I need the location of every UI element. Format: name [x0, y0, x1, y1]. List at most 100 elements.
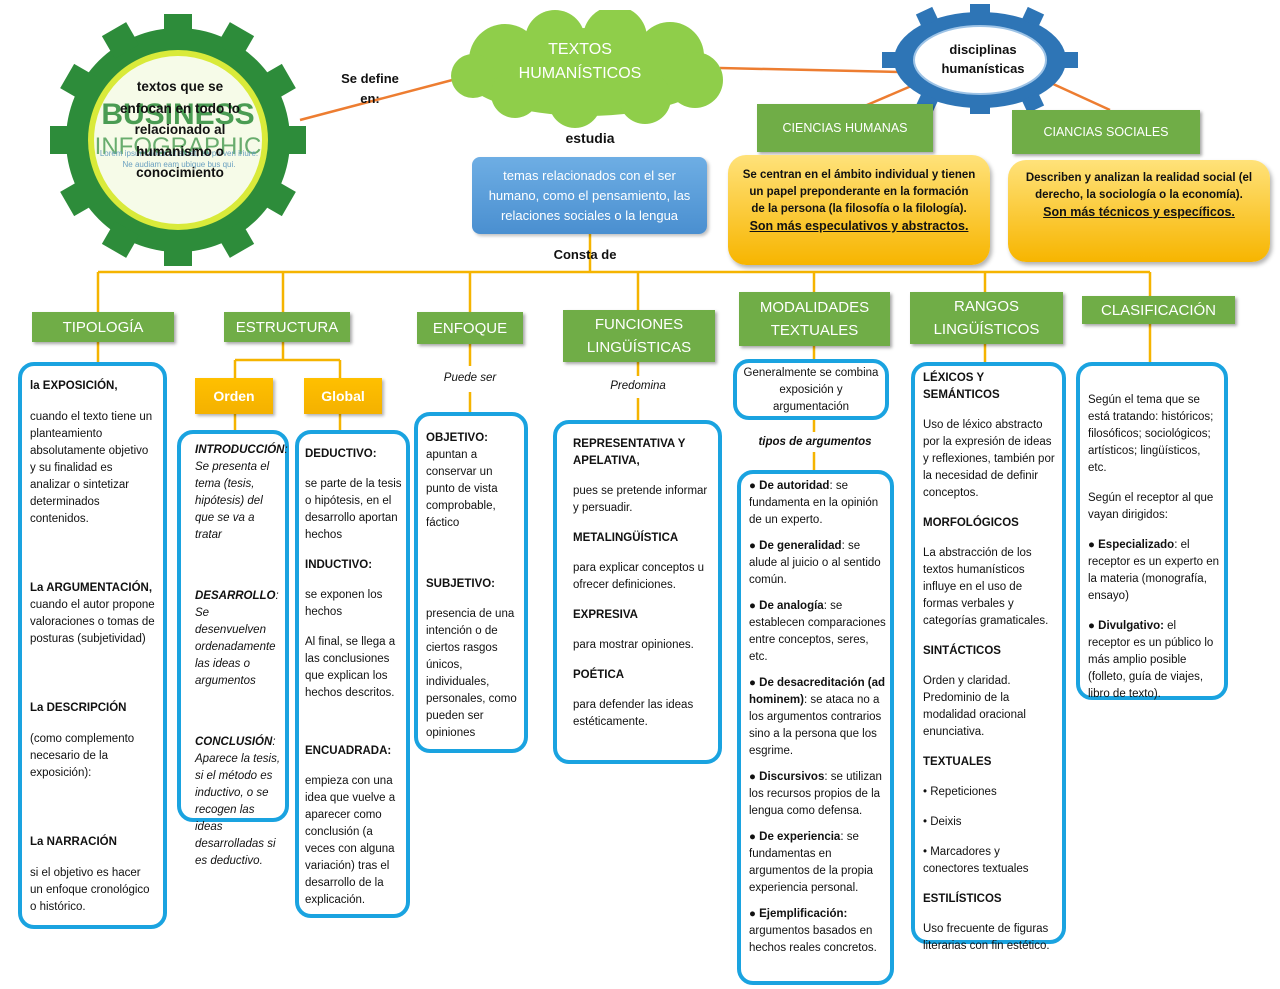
enfoque-text: presencia de una intención o de ciertos …: [426, 608, 517, 739]
rangos-header: RANGOS LINGÜÍSTICOS: [910, 292, 1063, 344]
argument-item: ● De experiencia: se fundamentas en argu…: [749, 829, 886, 897]
global-box: DEDUCTIVO: se parte de la tesis o hipóte…: [295, 430, 410, 918]
argument-title: ● De desacreditación (ad hominem): [749, 677, 886, 706]
clasificacion-box: Según el tema que se está tratando: hist…: [1076, 362, 1228, 700]
funciones-box: REPRESENTATIVA Y APELATIVA, pues se pret…: [553, 420, 722, 764]
clasificacion-title: ● Divulgativo:: [1088, 620, 1164, 632]
estructura-header: ESTRUCTURA: [224, 312, 350, 342]
orden-text: : Se presenta el tema (tesis, hipótesis)…: [195, 444, 288, 541]
orden-text: : Se desenvuelven ordenadamente las idea…: [195, 590, 279, 687]
argument-text: : se ataca no a los argumentos contrario…: [749, 694, 882, 757]
argument-text: : se fundamenta en la opinión de un expe…: [749, 480, 879, 526]
argument-item: ● De autoridad: se fundamenta en la opin…: [749, 478, 886, 529]
studies-box: temas relacionados con el ser humano, co…: [472, 157, 707, 234]
tipologia-title: la EXPOSICIÓN,: [30, 380, 118, 392]
argument-item: ● De generalidad: se alude al juicio o a…: [749, 538, 886, 589]
rangos-text: • Marcadores y conectores textuales: [923, 846, 1029, 875]
enfoque-header: ENFOQUE: [417, 312, 523, 344]
rangos-text: • Deixis: [923, 816, 962, 828]
tipos-argumentos-label: tipos de argumentos: [758, 436, 872, 448]
ciencias-humanas-header: CIENCIAS HUMANAS: [757, 104, 933, 152]
enfoque-title: SUBJETIVO:: [426, 578, 496, 590]
enfoque-title: OBJETIVO:: [426, 432, 488, 444]
argument-title: ● De generalidad: [749, 540, 842, 552]
orden-item: DESARROLLO: Se desenvuelven ordenadament…: [195, 588, 281, 690]
argument-item: ● De analogía: se establecen comparacion…: [749, 598, 886, 666]
funciones-title: METALINGÜÍSTICA: [573, 532, 679, 544]
argument-item: ● Ejemplificación: argumentos basados en…: [749, 906, 886, 957]
rangos-text: Uso frecuente de figuras literarias con …: [923, 923, 1050, 952]
orden-text: : Aparece la tesis, si el método es indu…: [195, 736, 281, 867]
gear-logo-icon: BUSINESS INFOGRAPHIC: [50, 14, 306, 266]
global-title: ENCUADRADA:: [305, 745, 392, 757]
svg-text:INFOGRAPHIC: INFOGRAPHIC: [95, 133, 262, 160]
argument-item: ● Discursivos: se utilizan los recursos …: [749, 769, 886, 820]
clasificacion-item: ● Especializado: el receptor es un exper…: [1088, 537, 1220, 605]
tipologia-item: La NARRACIÓN si el objetivo es hacer un …: [30, 834, 155, 916]
funciones-text: para defender las ideas estéticamente.: [573, 699, 694, 728]
clasificacion-header: CLASIFICACIÓN: [1082, 296, 1235, 324]
consta-de-label: Consta de: [553, 247, 617, 262]
clasificacion-title: ● Especializado: [1088, 539, 1175, 551]
tipologia-text: (como complemento necesario de la exposi…: [30, 733, 135, 779]
svg-text:BUSINESS: BUSINESS: [101, 98, 254, 131]
rangos-text: Orden y claridad. Predominio de la modal…: [923, 675, 1026, 738]
se-define-label: Se define en:: [341, 71, 399, 106]
disciplines-title: disciplinas humanísticas: [941, 42, 1025, 76]
tipologia-header: TIPOLOGÍA: [32, 312, 174, 342]
logo-lorem: Lorem ipsum dolor sit amet, ea pri veri …: [99, 149, 259, 169]
orden-item: CONCLUSIÓN: Aparece la tesis, si el méto…: [195, 734, 281, 870]
global-title: INDUCTIVO:: [305, 559, 373, 571]
argument-text: : se utilizan los recursos propios de la…: [749, 771, 882, 817]
argument-text: : se alude al juicio o al sentido común.: [749, 540, 881, 586]
argument-title: ● Discursivos: [749, 771, 825, 783]
argument-text: argumentos basados en hechos reales conc…: [749, 925, 877, 954]
tipologia-text: cuando el autor propone valoraciones o t…: [30, 599, 155, 645]
clasificacion-text: Según el receptor al que vayan dirigidos…: [1088, 492, 1214, 521]
funciones-header: FUNCIONES LINGÜÍSTICAS: [563, 310, 715, 362]
tipologia-title: La DESCRIPCIÓN: [30, 702, 127, 714]
tipologia-box: la EXPOSICIÓN, cuando el texto tiene un …: [18, 362, 167, 929]
rangos-title: LÉXICOS Y SEMÁNTICOS: [923, 372, 1000, 401]
ciencias-humanas-text: Se centran en el ámbito individual y tie…: [742, 169, 976, 215]
rangos-text: Uso de léxico abstracto por la expresión…: [923, 419, 1055, 499]
puede-ser-label: Puede ser: [443, 372, 497, 384]
cloud-shape: [451, 10, 723, 128]
argument-item: ● De desacreditación (ad hominem): se at…: [749, 675, 886, 760]
ciencias-sociales-emph: Son más técnicos y específicos.: [1043, 205, 1235, 219]
tipologia-item: la EXPOSICIÓN, cuando el texto tiene un …: [30, 378, 155, 528]
global-title: DEDUCTIVO:: [305, 448, 377, 460]
tipologia-title: La NARRACIÓN: [30, 836, 117, 848]
argument-title: ● Ejemplificación:: [749, 908, 848, 920]
argument-text: : se establecen comparaciones entre conc…: [749, 600, 886, 663]
tipologia-text: si el objetivo es hacer un enfoque crono…: [30, 867, 150, 913]
funciones-text: para mostrar opiniones.: [573, 639, 694, 651]
clasificacion-text: Según el tema que se está tratando: hist…: [1088, 394, 1214, 474]
predomina-label: Predomina: [610, 380, 666, 392]
ciencias-sociales-box: Describen y analizan la realidad social …: [1008, 160, 1270, 262]
orden-item: INTRODUCCIÓN: Se presenta el tema (tesis…: [195, 442, 288, 544]
rangos-title: TEXTUALES: [923, 756, 992, 768]
modalidades-intro-box: Generalmente se combina exposición y arg…: [733, 359, 889, 420]
argument-title: ● De experiencia: [749, 831, 841, 843]
ciencias-humanas-box: Se centran en el ámbito individual y tie…: [728, 155, 990, 265]
rangos-box: LÉXICOS Y SEMÁNTICOS Uso de léxico abstr…: [911, 362, 1066, 952]
ciencias-sociales-text: Describen y analizan la realidad social …: [1025, 172, 1253, 201]
ciencias-humanas-emph: Son más especulativos y abstractos.: [749, 219, 969, 233]
orden-title: DESARROLLO: [195, 590, 276, 602]
funciones-title: EXPRESIVA: [573, 609, 638, 621]
orden-tab: Orden: [195, 378, 273, 414]
tipologia-text: cuando el texto tiene un planteamiento a…: [30, 411, 153, 525]
funciones-text: pues se pretende informar y persuadir.: [573, 485, 708, 514]
global-text: se parte de la tesis o hipótesis, en el …: [305, 478, 402, 541]
rangos-text: • Repeticiones: [923, 786, 997, 798]
definition-text: textos que se enfocan en todo lo relacio…: [120, 79, 240, 180]
argument-text: : se fundamentas en argumentos de la pro…: [749, 831, 874, 894]
argument-title: ● De analogía: [749, 600, 824, 612]
tipologia-item: La ARGUMENTACIÓN, cuando el autor propon…: [30, 580, 155, 648]
clasificacion-text: el receptor es un público lo más amplio …: [1088, 620, 1214, 700]
global-text: se exponen los hechos: [305, 589, 383, 618]
argument-title: ● De autoridad: [749, 480, 830, 492]
rangos-title: MORFOLÓGICOS: [923, 517, 1019, 529]
funciones-title: POÉTICA: [573, 669, 625, 681]
